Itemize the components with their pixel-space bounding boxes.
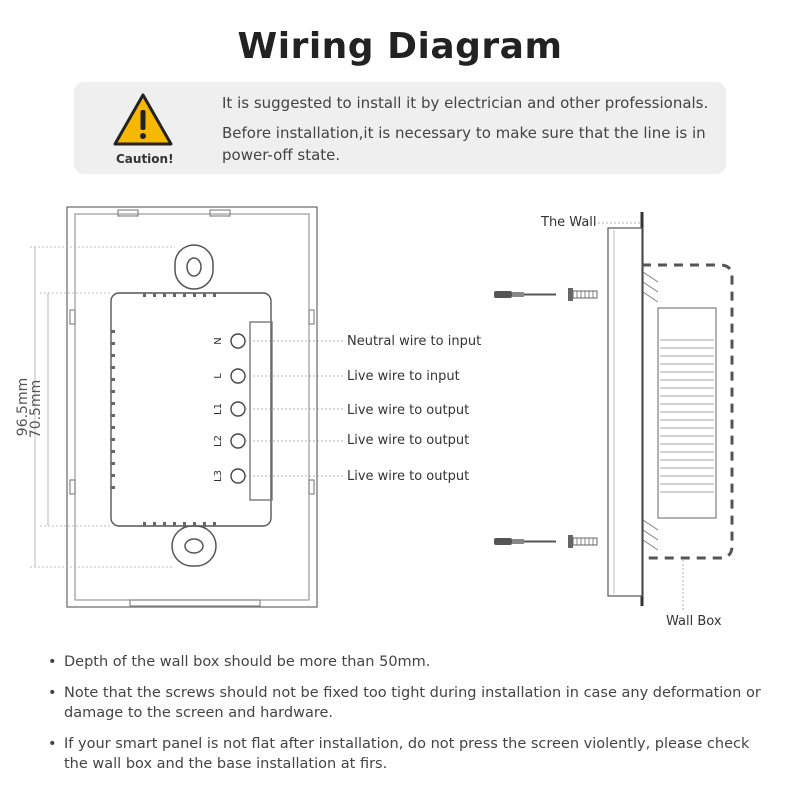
dimension-outer: 96.5mm [15, 378, 31, 436]
terminal-l2: L2 Live wire to output [213, 433, 469, 449]
note-item: • If your smart panel is not flat after … [48, 734, 768, 774]
terminal-n: N Neutral wire to input [213, 333, 481, 349]
caution-line-2: Before installation,it is necessary to m… [222, 124, 706, 142]
module-vents [111, 293, 216, 526]
screw-icon [568, 535, 598, 548]
terminal-label: Live wire to output [347, 433, 469, 448]
bullet-icon: • [48, 654, 57, 670]
terminal-label: Neutral wire to input [347, 334, 481, 349]
screw-icon [568, 288, 598, 301]
wiring-diagram: N Neutral wire to input L Live wire to i… [15, 206, 734, 629]
terminal-l1: L1 Live wire to output [213, 401, 469, 418]
caution-label: Caution! [116, 152, 174, 166]
caution-line-3: power-off state. [222, 146, 341, 164]
terminal-label: Live wire to output [347, 403, 469, 418]
mounting-hole-top [174, 244, 214, 290]
warning-triangle-icon [113, 93, 173, 146]
caution-line-1: It is suggested to install it by electri… [222, 94, 709, 112]
module-body [110, 292, 273, 527]
note-text: Note that the screws should not be fixed… [64, 685, 761, 721]
bullet-icon: • [48, 685, 57, 701]
bullet-icon: • [48, 736, 57, 752]
dimension-inner: 70.5mm [28, 380, 44, 438]
terminal-code: L1 [213, 403, 224, 415]
note-text: Depth of the wall box should be more tha… [64, 654, 431, 670]
note-item: • Depth of the wall box should be more t… [48, 652, 768, 672]
terminal-code: N [213, 337, 224, 344]
mounting-hole-bottom [171, 525, 217, 567]
terminal-label: Live wire to input [347, 369, 460, 384]
terminal-l3: L3 Live wire to output [213, 468, 469, 484]
terminal-code: L [213, 373, 224, 379]
terminal-code: L2 [213, 435, 224, 447]
note-text: If your smart panel is not flat after in… [64, 736, 750, 772]
panel-front-view [66, 206, 318, 608]
screwdriver-icon [494, 538, 556, 545]
wall-box-outline [642, 263, 734, 560]
wall-box-label: Wall Box [666, 614, 722, 629]
dimension-lines [30, 246, 175, 568]
terminal-code: L3 [213, 470, 224, 482]
the-wall-label: The Wall [540, 215, 597, 230]
note-item: • Note that the screws should not be fix… [48, 683, 768, 723]
side-view: The Wall Wall Box [540, 212, 734, 629]
page-title: Wiring Diagram [237, 26, 563, 67]
terminal-label: Live wire to output [347, 469, 469, 484]
caution-box: Caution! It is suggested to install it b… [74, 82, 726, 174]
screwdriver-icon [494, 291, 556, 298]
terminal-l: L Live wire to input [213, 368, 460, 384]
notes-list: • Depth of the wall box should be more t… [48, 652, 768, 785]
